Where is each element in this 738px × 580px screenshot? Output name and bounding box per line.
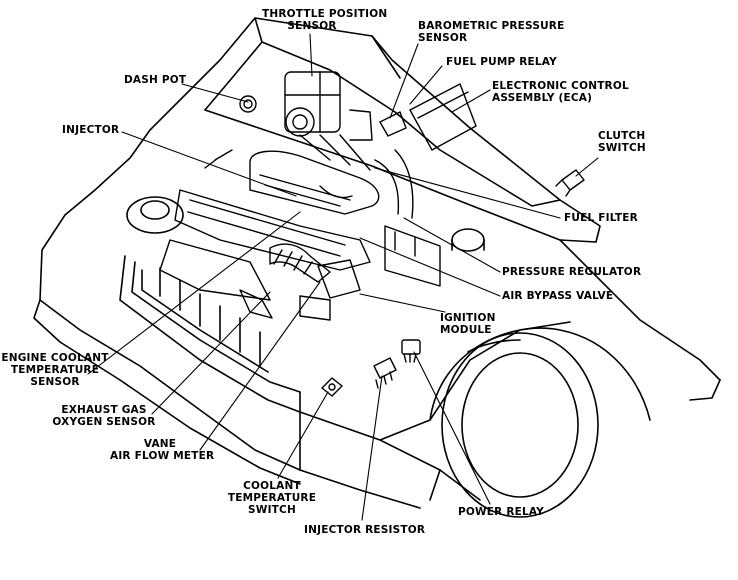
label-clutch-switch: CLUTCH SWITCH — [598, 130, 646, 154]
leader-engine-coolant-temperature-sensor — [87, 211, 301, 375]
leader-air-bypass-valve — [359, 237, 501, 297]
label-injector-line1: INJECTOR — [62, 124, 120, 136]
leader-dash-pot — [181, 83, 249, 103]
leader-exhaust-gas-oxygen-sensor — [151, 291, 271, 415]
leader-ignition-module — [359, 293, 446, 313]
label-throttle-position-sensor-line1: THROTTLE POSITION — [262, 8, 388, 20]
label-engine-coolant-temperature-sensor-line3: SENSOR — [30, 376, 80, 388]
label-coolant-temperature-switch: COOLANT TEMPERATURE SWITCH — [222, 480, 322, 516]
label-engine-coolant-temperature-sensor: ENGINE COOLANT TEMPERATURE SENSOR — [0, 352, 110, 388]
power-relay-part — [401, 339, 421, 363]
label-dash-pot-line1: DASH POT — [124, 74, 187, 86]
open-hood — [149, 17, 561, 207]
label-clutch-switch-line1: CLUTCH — [598, 130, 646, 142]
leader-injector-resistor — [361, 375, 383, 521]
leader-power-relay — [413, 351, 491, 505]
label-pressure-regulator: PRESSURE REGULATOR — [502, 266, 641, 278]
clutch-switch-part — [555, 169, 585, 197]
label-fuel-filter: FUEL FILTER — [564, 212, 638, 224]
label-injector: INJECTOR — [62, 124, 119, 136]
label-throttle-position-sensor-line2: SENSOR — [287, 20, 337, 32]
leader-pressure-regulator — [403, 217, 501, 273]
label-exhaust-gas-oxygen-sensor-line1: EXHAUST GAS — [61, 404, 147, 416]
leader-throttle-position-sensor — [309, 33, 313, 77]
label-barometric-pressure-sensor: BAROMETRIC PRESSURE SENSOR — [418, 20, 564, 44]
label-vane-air-flow-meter-line2: AIR FLOW METER — [110, 450, 215, 462]
label-electronic-control-assembly-line2: ASSEMBLY (ECA) — [492, 92, 593, 104]
label-fuel-pump-relay-line1: FUEL PUMP RELAY — [446, 56, 557, 68]
label-ignition-module: IGNITION MODULE — [440, 312, 496, 336]
label-ignition-module-line2: MODULE — [440, 324, 492, 336]
label-exhaust-gas-oxygen-sensor: EXHAUST GAS OXYGEN SENSOR — [48, 404, 160, 428]
label-engine-coolant-temperature-sensor-line2: TEMPERATURE — [10, 364, 100, 376]
coolant-temperature-switch-part — [321, 377, 343, 397]
label-clutch-switch-line2: SWITCH — [598, 142, 646, 154]
injector-resistor-part — [373, 357, 397, 389]
label-coolant-temperature-switch-line2: TEMPERATURE — [227, 492, 317, 504]
label-air-bypass-valve: AIR BYPASS VALVE — [502, 290, 613, 302]
label-electronic-control-assembly: ELECTRONIC CONTROL ASSEMBLY (ECA) — [492, 80, 629, 104]
label-air-bypass-valve-line1: AIR BYPASS VALVE — [502, 290, 614, 302]
label-coolant-temperature-switch-line1: COOLANT — [243, 480, 301, 492]
label-pressure-regulator-line1: PRESSURE REGULATOR — [502, 266, 642, 278]
label-exhaust-gas-oxygen-sensor-line2: OXYGEN SENSOR — [52, 416, 156, 428]
label-coolant-temperature-switch-line3: SWITCH — [248, 504, 296, 516]
leader-electronic-control-assembly — [451, 89, 491, 113]
leader-coolant-temperature-switch — [277, 391, 329, 479]
leader-lines — [87, 33, 599, 521]
label-fuel-filter-line1: FUEL FILTER — [564, 212, 638, 224]
label-vane-air-flow-meter-line1: VANE — [143, 438, 177, 450]
label-dash-pot: DASH POT — [124, 74, 186, 86]
label-barometric-pressure-sensor-line2: SENSOR — [418, 32, 468, 44]
label-throttle-position-sensor: THROTTLE POSITION SENSOR — [262, 8, 388, 32]
label-fuel-pump-relay: FUEL PUMP RELAY — [446, 56, 557, 68]
label-injector-resistor: INJECTOR RESISTOR — [304, 524, 425, 536]
label-engine-coolant-temperature-sensor-line1: ENGINE COOLANT — [1, 352, 109, 364]
leader-fuel-filter — [374, 167, 561, 219]
label-barometric-pressure-sensor-line1: BAROMETRIC PRESSURE — [418, 20, 565, 32]
label-ignition-module-line1: IGNITION — [440, 312, 496, 324]
label-power-relay-line1: POWER RELAY — [458, 506, 544, 518]
engine-block — [159, 71, 477, 321]
leader-fuel-pump-relay — [409, 65, 443, 105]
label-injector-resistor-line1: INJECTOR RESISTOR — [304, 524, 426, 536]
car-body — [33, 109, 721, 518]
label-electronic-control-assembly-line1: ELECTRONIC CONTROL — [492, 80, 629, 92]
label-vane-air-flow-meter: VANE AIR FLOW METER — [110, 438, 215, 462]
leader-vane-air-flow-meter — [199, 281, 321, 451]
label-power-relay: POWER RELAY — [458, 506, 544, 518]
leader-barometric-pressure-sensor — [389, 43, 419, 119]
leader-clutch-switch — [575, 157, 599, 177]
leader-injector — [121, 131, 297, 197]
